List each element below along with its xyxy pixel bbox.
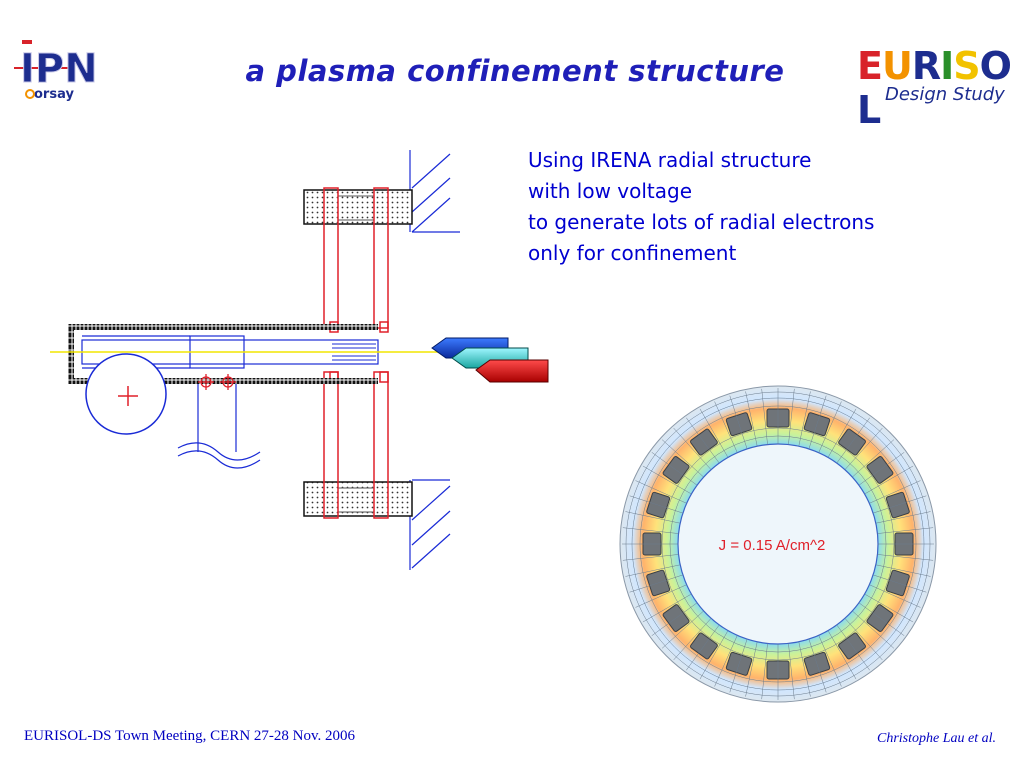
ipn-orsay-logo: IPN orsay (12, 38, 102, 102)
eurisol-letter: L (857, 88, 881, 132)
eurisol-logo-wordmark: EURISO L (857, 44, 1017, 132)
support-leg (177, 384, 261, 469)
current-density-label: J = 0.15 A/cm^2 (719, 537, 826, 554)
wall-hatching-bottom (409, 479, 451, 570)
wall-hatching-top (409, 150, 460, 233)
ion-beam-arrows (431, 337, 549, 383)
eurisol-letter: U (881, 44, 913, 88)
body-line: Using IRENA radial structure (528, 148, 812, 172)
source-circle (85, 353, 167, 435)
body-line: to generate lots of radial electrons (528, 210, 875, 234)
eurisol-logo: EURISO L Design Study (855, 44, 1017, 132)
plasma-confinement-schematic (40, 140, 560, 580)
eurisol-letter: R (911, 44, 941, 88)
eurisol-logo-subtitle: Design Study (885, 84, 1005, 105)
body-text: Using IRENA radial structure with low vo… (528, 145, 988, 269)
feedthrough-markers (198, 374, 236, 390)
eurisol-letter: E (857, 44, 883, 88)
chamber-wall-top (68, 324, 378, 330)
ipn-logo-orsay: orsay (34, 87, 74, 102)
ipn-logo-letters: IPN (20, 46, 98, 92)
extraction-grid (332, 343, 376, 365)
body-line: with low voltage (528, 179, 693, 203)
eurisol-letter: S (953, 44, 980, 88)
slide-title: a plasma confinement structure (245, 54, 785, 88)
current-density-field-map: J = 0.15 A/cm^2 (612, 382, 950, 704)
footer-author: Christophe Lau et al. (876, 731, 996, 746)
footer-event: EURISOL-DS Town Meeting, CERN 27-28 Nov.… (24, 728, 356, 744)
eurisol-letter: I (940, 44, 954, 88)
eurisol-letter: O (979, 44, 1012, 88)
body-line: only for confinement (528, 241, 737, 265)
radial-electrodes (323, 187, 389, 519)
